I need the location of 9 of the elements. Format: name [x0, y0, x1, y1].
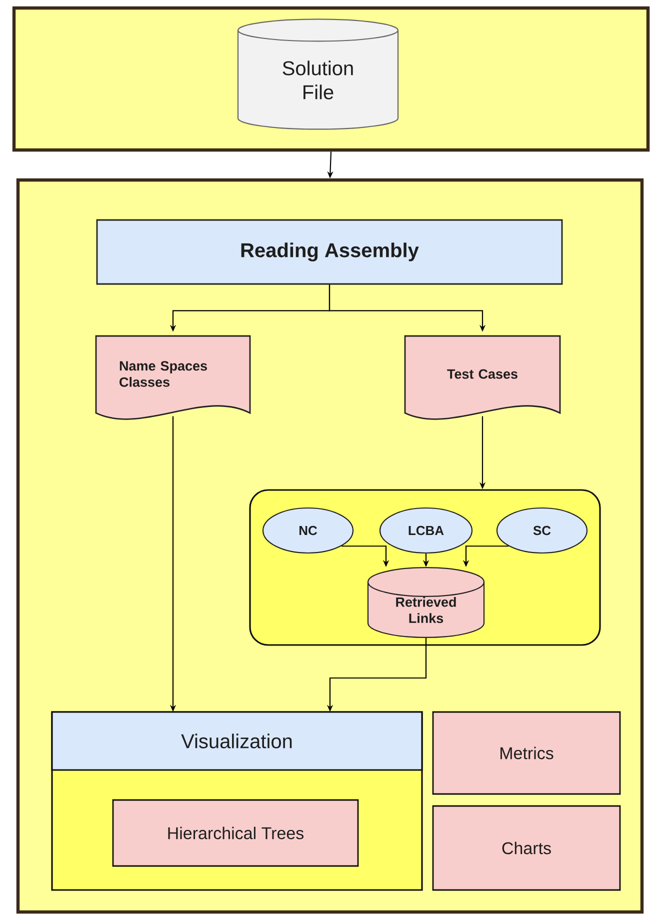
process-box: Hierarchical Trees — [112, 799, 359, 867]
database-cylinder: Retrieved Links — [367, 567, 485, 638]
database-cylinder: Solution File — [237, 18, 399, 130]
process-box: Charts — [432, 805, 621, 891]
process-box: Reading Assembly — [96, 219, 563, 285]
ellipse-node: LCBA — [379, 507, 473, 554]
ellipse-node: NC — [262, 507, 354, 554]
ellipse-node: SC — [496, 507, 588, 554]
process-box: Metrics — [432, 711, 621, 795]
